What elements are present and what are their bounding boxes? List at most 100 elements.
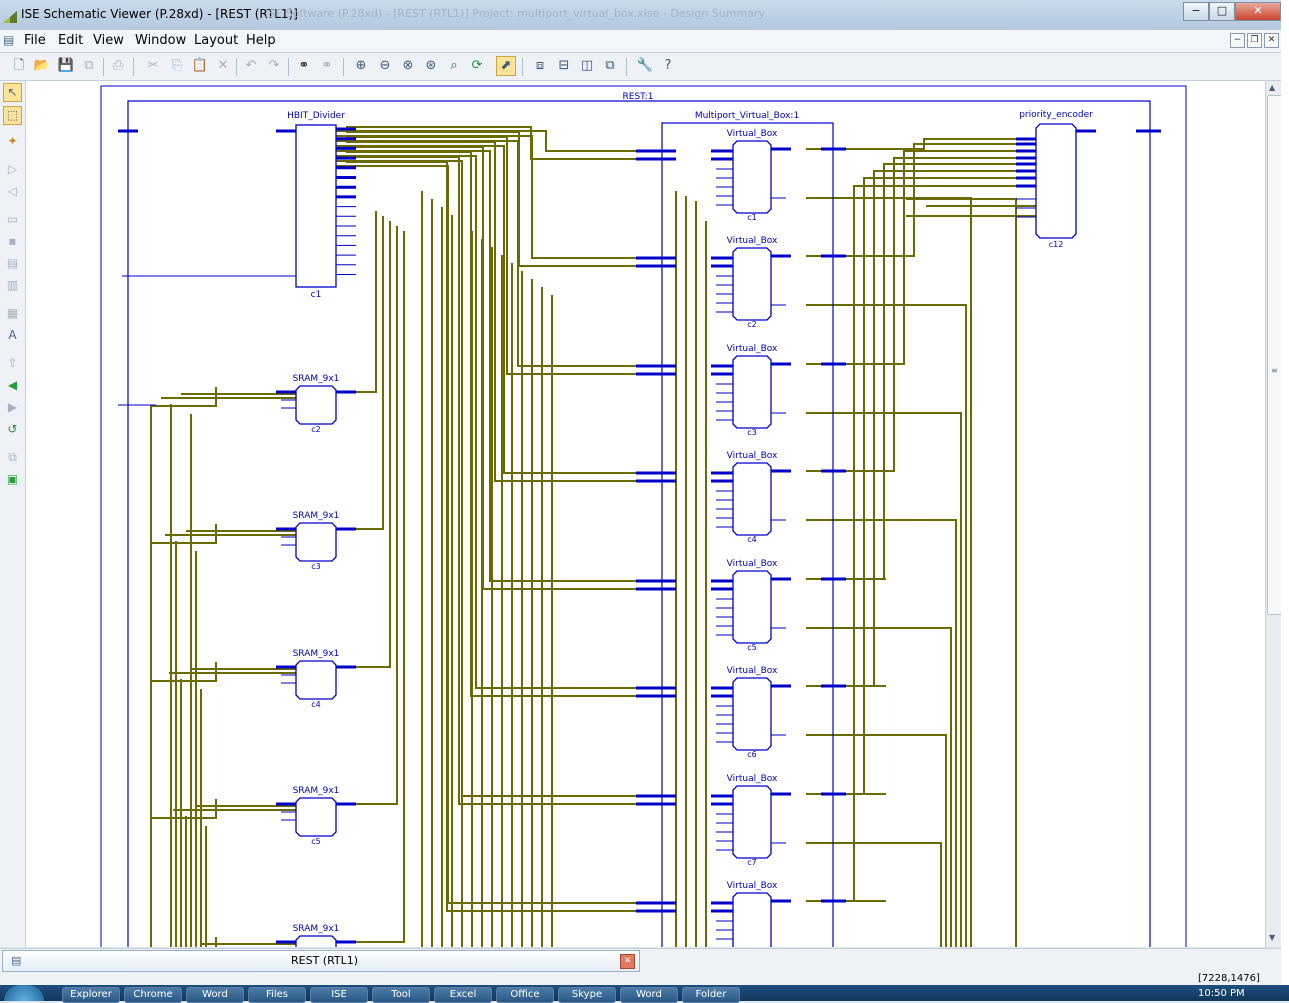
block-layer: REST:1HBIT_Dividerc1Multiport_Virtual_Bo… — [100, 85, 1187, 947]
toolbar-separator — [236, 58, 237, 76]
scroll-down-icon[interactable]: ▼ — [1269, 933, 1276, 942]
tile-vertical-icon[interactable]: ◫ — [580, 58, 594, 73]
sram-title: SRAM_9x1 — [293, 649, 340, 659]
cut-icon[interactable]: ✂ — [147, 58, 159, 73]
copy-icon[interactable]: ⎘ — [171, 58, 183, 73]
start-button[interactable] — [4, 985, 44, 1001]
vbox-c4 — [732, 462, 772, 536]
save-icon[interactable]: 💾 — [57, 58, 75, 73]
label-icon[interactable]: ▦ — [6, 306, 19, 320]
zoom-box-icon[interactable]: ⊛ — [425, 58, 437, 73]
wire — [150, 937, 217, 947]
text-icon[interactable]: A — [8, 328, 17, 342]
wire — [346, 136, 676, 375]
forward-icon[interactable]: ▶ — [7, 400, 18, 414]
properties-icon[interactable]: 🔧 — [636, 58, 654, 73]
mdi-minimize-button[interactable]: − — [1230, 33, 1245, 48]
push-up-icon[interactable]: ⇧ — [7, 356, 18, 370]
mdi-restore-button[interactable]: ❐ — [1247, 33, 1262, 48]
minimize-button[interactable]: − — [1183, 2, 1209, 21]
mdi-close-button[interactable]: ✕ — [1264, 33, 1279, 48]
window-title: ISE Schematic Viewer (P.28xd) - [REST (R… — [21, 7, 298, 21]
wire — [150, 662, 217, 947]
wire — [346, 156, 676, 805]
menu-file[interactable]: File — [24, 33, 46, 48]
refresh-icon[interactable]: ⟳ — [471, 58, 483, 73]
sram-title: SRAM_9x1 — [293, 924, 340, 934]
schematic-drawing[interactable]: REST:1HBIT_Dividerc1Multiport_Virtual_Bo… — [26, 81, 1265, 947]
instance-icon[interactable]: ▭ — [6, 212, 19, 226]
zoom-out-icon[interactable]: ⊖ — [379, 58, 391, 73]
wire — [346, 161, 676, 912]
new-icon[interactable]: 🗋 — [13, 58, 25, 73]
sram-c2 — [295, 385, 337, 425]
pin-icon[interactable]: ▪ — [8, 234, 17, 248]
add-wire-icon[interactable]: ✦ — [7, 134, 18, 148]
document-tab-bar: ▤ REST (RTL1) ✕ — [0, 948, 1281, 973]
tile-horizontal-icon[interactable]: ⊟ — [558, 58, 570, 73]
scroll-thumb[interactable]: ≡ — [1267, 95, 1282, 615]
encoder-instance: c12 — [1049, 240, 1064, 249]
cascade-icon[interactable]: ⧈ — [535, 58, 545, 73]
vbox-c8 — [732, 892, 772, 947]
redo-icon[interactable]: ↷ — [268, 58, 280, 73]
page-icon[interactable]: ⧉ — [8, 450, 17, 464]
arrange-icon[interactable]: ⧉ — [605, 58, 615, 73]
schematic-icon: ▤ — [11, 954, 22, 967]
select-tool-icon[interactable]: ↖ — [3, 83, 22, 102]
toolbar-separator — [626, 58, 627, 76]
select-icon[interactable]: ⬈ — [496, 56, 516, 76]
zoom-full-icon[interactable]: ⊗ — [402, 58, 414, 73]
help-icon[interactable]: ? — [664, 58, 672, 73]
vbox-title: Virtual_Box — [727, 666, 778, 676]
zoom-area-icon[interactable]: ⬚ — [3, 106, 22, 125]
vbox-c5 — [732, 570, 772, 644]
find-next-icon[interactable]: ⚭ — [321, 58, 333, 73]
taskbar-clock: 10:50 PM — [1198, 988, 1245, 999]
sram-c3 — [295, 522, 337, 562]
zoom-select-icon[interactable]: ⌕ — [450, 58, 458, 73]
status-bar: [7228,1476] — [0, 972, 1281, 985]
find-icon[interactable]: ⚭ — [298, 58, 310, 73]
tab-close-button[interactable]: ✕ — [620, 954, 635, 969]
open-icon[interactable]: 📂 — [33, 58, 51, 73]
expand-icon[interactable]: ▷ — [7, 162, 18, 176]
menu-window[interactable]: Window — [135, 33, 187, 48]
scroll-up-icon[interactable]: ▲ — [1269, 83, 1276, 92]
close-button[interactable]: ✕ — [1235, 2, 1281, 21]
wire — [806, 163, 1036, 580]
print-icon[interactable]: ⎙ — [112, 58, 124, 73]
divider-box — [295, 124, 337, 288]
go-icon[interactable]: ▣ — [6, 472, 19, 486]
zoom-in-icon[interactable]: ⊕ — [355, 58, 367, 73]
save-all-icon[interactable]: ⧉ — [84, 58, 94, 73]
delete-icon[interactable]: ✕ — [217, 58, 229, 73]
tab-rest-rtl1[interactable]: ▤ REST (RTL1) ✕ — [2, 950, 640, 972]
wire — [806, 734, 947, 947]
vbox-c7 — [732, 785, 772, 859]
document-icon: ▤ — [3, 33, 15, 47]
encoder-title: priority_encoder — [1019, 110, 1093, 120]
collapse-icon[interactable]: ◁ — [7, 184, 18, 198]
maximize-button[interactable]: □ — [1209, 2, 1235, 21]
history-icon[interactable]: ↺ — [7, 422, 18, 436]
menu-view[interactable]: View — [93, 33, 124, 48]
menu-edit[interactable]: Edit — [58, 33, 84, 48]
window-edge — [1281, 0, 1289, 985]
menu-help[interactable]: Help — [246, 33, 276, 48]
vertical-scrollbar[interactable]: ▲ ≡ ▼ — [1265, 81, 1282, 947]
vbox-c1 — [732, 140, 772, 214]
back-icon[interactable]: ◀ — [7, 378, 18, 392]
paste-icon[interactable]: 📋 — [191, 58, 209, 73]
wire — [806, 519, 957, 947]
wire — [806, 412, 962, 947]
menu-layout[interactable]: Layout — [194, 33, 239, 48]
net-icon[interactable]: ▤ — [6, 256, 19, 270]
vbox-title: Virtual_Box — [727, 129, 778, 139]
bus-icon[interactable]: ▥ — [6, 278, 19, 292]
sram-title: SRAM_9x1 — [293, 374, 340, 384]
undo-icon[interactable]: ↶ — [245, 58, 257, 73]
toolbar: 🗋 📂 💾 ⧉ ⎙ ✂ ⎘ 📋 ✕ ↶ ↷ ⚭ ⚭ ⊕ ⊖ ⊗ ⊛ ⌕ ⟳ ⬈ … — [0, 53, 1281, 81]
wire — [806, 304, 967, 947]
